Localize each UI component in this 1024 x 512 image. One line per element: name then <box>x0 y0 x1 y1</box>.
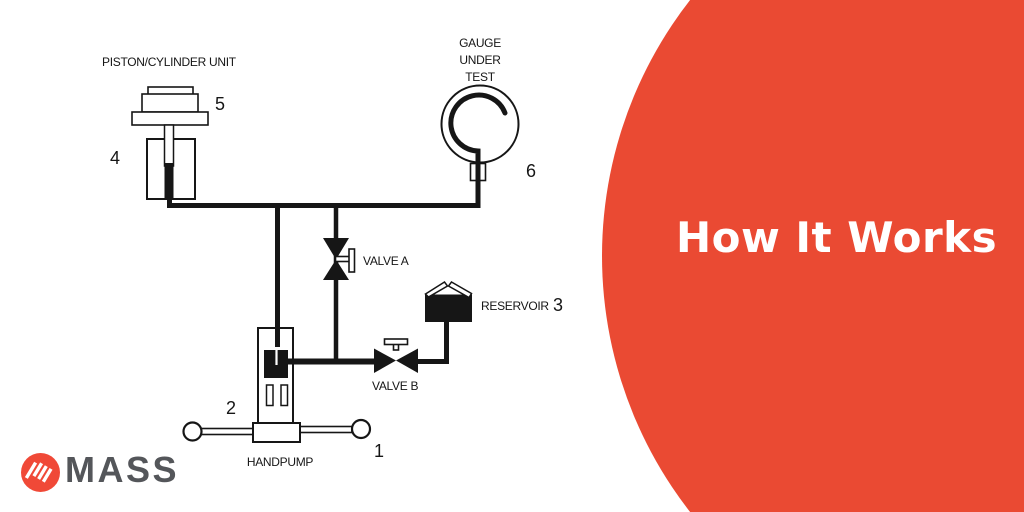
valve-b-handle-bar <box>383 338 409 346</box>
slashes-icon <box>24 461 53 483</box>
valve-a-body-top <box>323 238 349 260</box>
reservoir-tank <box>425 294 472 322</box>
reservoir-lid-right <box>447 281 473 299</box>
piston-rod <box>163 124 175 167</box>
pump-handle-left <box>200 427 254 436</box>
mass-logo: MASS <box>21 448 179 492</box>
mass-logo-text: MASS <box>65 449 180 490</box>
callout-4: 4 <box>110 148 121 168</box>
valve-a <box>323 203 356 361</box>
valve-a-handle-stem <box>334 255 351 263</box>
handpump <box>182 203 374 443</box>
reservoir <box>418 280 473 364</box>
accent-circle <box>602 0 1024 512</box>
gauge-label-line2: UNDER <box>459 53 501 67</box>
reservoir-label: RESERVOIR <box>481 299 549 313</box>
callout-1: 1 <box>374 441 385 461</box>
callout-6: 6 <box>526 161 537 181</box>
mass-logo-badge <box>21 453 60 492</box>
gauge-label-line1: GAUGE <box>459 36 501 50</box>
pump-slot-left <box>265 384 274 407</box>
valve-a-handle-bar <box>348 248 356 273</box>
valve-a-label: VALVE A <box>363 254 409 268</box>
callout-3: 3 <box>553 295 564 315</box>
valve-b-body-left <box>374 348 396 373</box>
valve-b-label: VALVE B <box>372 379 419 393</box>
main-pipe <box>167 181 481 208</box>
pump-handle-right <box>299 425 353 434</box>
pump-base <box>252 422 301 443</box>
reservoir-lid-left <box>424 280 449 298</box>
piston-cylinder-unit <box>131 86 209 200</box>
weight-mid <box>141 93 199 113</box>
handpump-label: HANDPUMP <box>246 455 314 469</box>
panel-title: How It Works <box>676 213 998 262</box>
gauge-under-test <box>440 84 520 183</box>
pump-slot-right <box>280 384 289 407</box>
valve-b-body-right <box>396 348 418 373</box>
reservoir-pipe <box>418 318 449 364</box>
pump-handle-ball-right <box>350 418 372 440</box>
gauge-label-line3: TEST <box>465 70 495 84</box>
piston-rod-lower <box>164 163 174 200</box>
gauge-under-test-label: GAUGE UNDER TEST <box>440 35 520 86</box>
bourdon-tube <box>448 92 508 183</box>
callout-5: 5 <box>215 94 226 114</box>
pump-handle-ball-left <box>182 421 203 442</box>
valve-a-body-bottom <box>323 259 349 280</box>
valve-b <box>374 338 418 373</box>
piston-cylinder-unit-label: PISTON/CYLINDER UNIT <box>102 55 236 69</box>
callout-2: 2 <box>226 398 237 418</box>
weight-platter <box>131 111 209 126</box>
